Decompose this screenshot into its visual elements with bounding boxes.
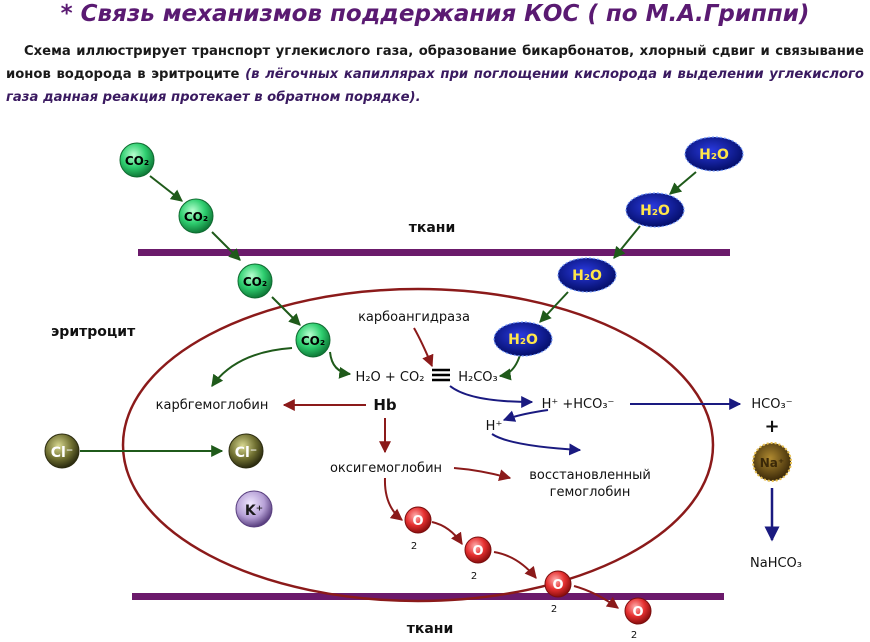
bicarbonate-out-label: HCO₃⁻ (751, 397, 792, 412)
carbhemoglobin-label: карбгемоглобин (156, 398, 269, 413)
carbonic-anhydrase-label: карбоангидраза (358, 310, 470, 325)
svg-text:H₂O: H₂O (508, 332, 538, 348)
description-text: Схема иллюстрирует транспорт углекислого… (6, 40, 864, 109)
h2o-molecule: H₂O (684, 136, 744, 172)
description-main: Схема иллюстрирует транспорт углекислого… (6, 44, 864, 82)
potassium-ion: K⁺ (235, 490, 273, 528)
erythrocyte-label: эритроцит (51, 324, 136, 340)
arrow-co2-2 (211, 231, 241, 261)
arrow-h2o-2 (613, 225, 641, 259)
svg-text:CO₂: CO₂ (301, 334, 325, 348)
arrow-co2-1 (149, 175, 183, 202)
tissue-membrane-bottom (132, 593, 724, 600)
oxyhemoglobin-label: оксигемоглобин (330, 461, 442, 476)
erythrocyte-outline (121, 287, 715, 603)
reduced-hemoglobin-label-line2: гемоглобин (550, 485, 631, 500)
o2-molecule: O 2 (404, 506, 432, 552)
tissue-label-bottom: ткани (407, 621, 454, 637)
svg-text:2: 2 (631, 630, 637, 641)
arrow-ions-to-hydrogen (502, 409, 549, 422)
arrow-oxyhemoglobin-to-reduced-hb (453, 467, 512, 482)
h2o-molecule: H₂O (625, 192, 685, 228)
plus-sign: + (764, 416, 779, 437)
chloride-ion: Cl⁻ (44, 433, 80, 469)
svg-text:2: 2 (411, 541, 417, 552)
reaction-right-side: H₂CO₃ (458, 370, 498, 385)
co2-molecule: CO₂ (119, 142, 155, 178)
arrow-o2-3 (573, 585, 619, 609)
svg-text:CO₂: CO₂ (125, 154, 149, 168)
chloride-ion: Cl⁻ (228, 433, 264, 469)
tissue-label-top: ткани (409, 220, 456, 236)
co2-molecule: CO₂ (237, 263, 273, 299)
svg-text:CO₂: CO₂ (184, 210, 208, 224)
co2-molecule: CO₂ (295, 322, 331, 358)
h2o-molecule: H₂O (493, 321, 553, 357)
arrow-h2o-to-reaction (498, 354, 521, 381)
co2-molecule: CO₂ (178, 198, 214, 234)
arrow-o2-1 (431, 521, 463, 545)
svg-text:O: O (472, 544, 483, 559)
sodium-ion: Na⁺ (752, 442, 792, 482)
svg-text:O: O (412, 514, 423, 529)
arrow-h2o-3 (539, 291, 569, 323)
reduced-hemoglobin-label-line1: восстановленный (529, 468, 651, 483)
tissue-membrane-top (138, 249, 730, 256)
arrow-o2-2 (493, 551, 537, 579)
arrow-to-ions (449, 385, 534, 408)
svg-text:H₂O: H₂O (640, 203, 670, 219)
equilibrium-icon (432, 368, 450, 382)
hb-label: Hb (373, 396, 397, 414)
arrow-co2-to-reaction (329, 351, 352, 379)
h2o-molecule: H₂O (557, 257, 617, 293)
svg-text:CO₂: CO₂ (243, 275, 267, 289)
hydrogen-label: H⁺ (486, 419, 503, 434)
svg-text:Cl⁻: Cl⁻ (51, 445, 73, 461)
svg-text:H₂O: H₂O (572, 268, 602, 284)
arrow-oxy-to-o2 (383, 477, 403, 521)
ions-label: H⁺ +HCO₃⁻ (542, 397, 615, 412)
svg-text:K⁺: K⁺ (245, 503, 263, 519)
arrow-co2-to-carbhemoglobin (211, 347, 293, 387)
o2-molecule: O 2 (624, 597, 652, 641)
svg-text:Cl⁻: Cl⁻ (235, 445, 257, 461)
o2-molecule: O 2 (464, 536, 492, 582)
page-title: * Связь механизмов поддержания КОС ( по … (60, 1, 810, 27)
arrow-hydrogen-to-reduced-hb (491, 433, 582, 456)
svg-text:Na⁺: Na⁺ (760, 456, 784, 470)
svg-text:2: 2 (471, 571, 477, 582)
arrow-co2-3 (271, 296, 301, 326)
svg-text:H₂O: H₂O (699, 147, 729, 163)
svg-text:2: 2 (551, 604, 557, 615)
arrow-h2o-1 (669, 171, 697, 195)
arrow-enzyme-to-reaction (413, 327, 434, 368)
o2-molecule: O 2 (544, 570, 572, 615)
svg-text:O: O (552, 578, 563, 593)
nahco3-label: NaHCO₃ (750, 556, 802, 571)
svg-text:O: O (632, 605, 643, 620)
reaction-left-side: H₂O + CO₂ (356, 370, 425, 385)
description-italic-note: (в лёгочных капиллярах при поглощении ки… (6, 67, 864, 105)
